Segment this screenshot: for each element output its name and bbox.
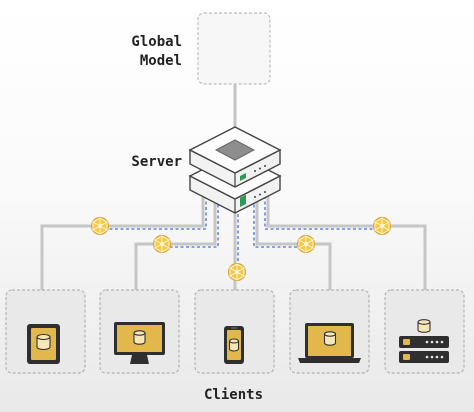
global-model-label-line1: Global [131, 34, 182, 50]
model-update-node-3 [227, 262, 247, 282]
global-model-label: Global Model [131, 33, 182, 71]
model-update-node-4 [296, 234, 316, 254]
server-icon [188, 126, 282, 214]
wires [40, 194, 427, 290]
laptop-icon [298, 323, 361, 363]
model-update-node-2 [152, 234, 172, 254]
tablet-icon [27, 324, 60, 364]
database-rack-icon [399, 319, 449, 363]
global-model-label-line2: Model [139, 53, 182, 69]
phone-icon [224, 326, 244, 364]
clients-label: Clients [204, 387, 264, 403]
data-flow-lines [100, 196, 381, 270]
model-update-node-5 [372, 216, 392, 236]
server-label: Server [131, 154, 182, 170]
model-update-node-1 [90, 216, 110, 236]
monitor-icon [114, 322, 165, 364]
global-model-box [197, 12, 271, 85]
